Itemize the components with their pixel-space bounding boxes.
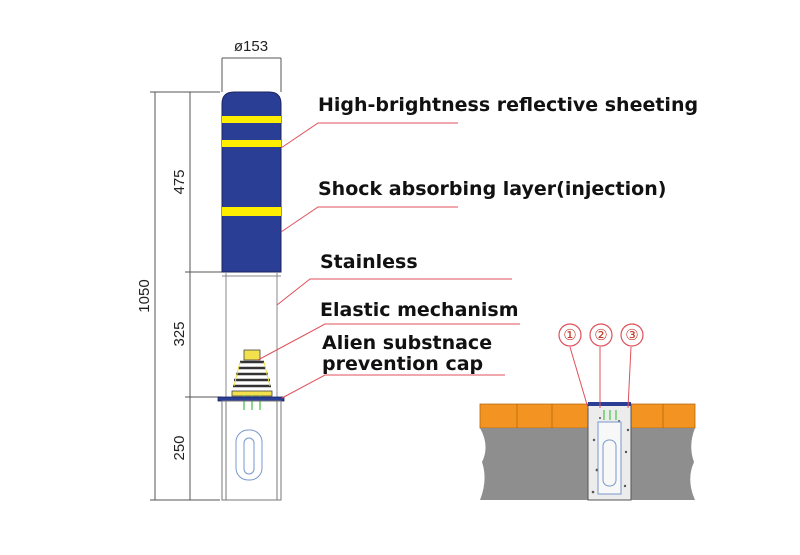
base-embedment [221,400,282,501]
diameter-dimension: ø153 [234,38,268,55]
dimension-lines [150,57,282,501]
label-reflective-sheeting: High-brightness reflective sheeting [318,94,699,116]
label-elastic-mechanism: Elastic mechanism [320,299,519,321]
elastic-spring [231,349,273,410]
marker-2-label: ② [594,327,607,344]
label-stainless: Stainless [320,251,418,273]
reflective-stripe [222,140,281,147]
reflective-stripe [222,207,281,216]
label-shock-absorbing-layer: Shock absorbing layer(injection) [318,178,667,200]
reflective-stripe [222,116,281,123]
marker-3 [620,323,644,347]
bollard-body [221,91,282,273]
marker-2 [589,323,613,347]
leader-lines [257,122,520,399]
marker-1 [558,323,582,347]
label-cap-line2: prevention cap [322,353,484,375]
installation-section: ① ② ③ [479,323,696,501]
total-height-dimension: 1050 [136,279,153,312]
label-cap-line1: Alien substnace [322,332,493,354]
stainless-section [222,272,281,398]
middle-segment-dimension: 325 [171,321,188,346]
bottom-segment-dimension: 250 [171,435,188,460]
marker-1-label: ① [563,327,576,344]
prevention-cap [217,396,285,402]
marker-3-label: ③ [625,327,638,344]
top-segment-dimension: 475 [171,169,188,194]
